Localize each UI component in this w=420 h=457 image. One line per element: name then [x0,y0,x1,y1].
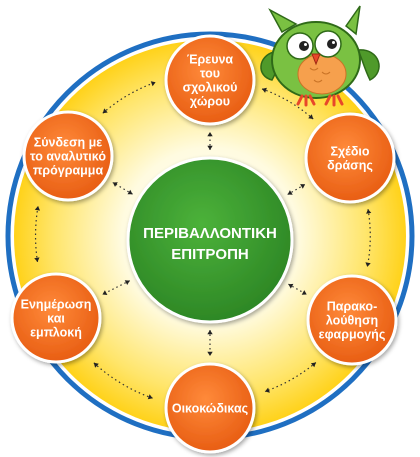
arc-connector-curriculum-research-head-start [102,108,108,114]
node-ecocode: Οικοκώδικας [164,362,256,454]
center-label-line-1: ΠΕΡΙΒΑΛΛΟΝΤΙΚΗ [143,225,277,242]
arc-connector-research-plan [261,87,314,120]
node-research-circle [164,34,256,126]
arc-connector-plan-monitor-head-start [366,209,372,214]
node-monitor-label-line-3: εφαρμογής [319,328,386,342]
radial-connector-plan [287,183,306,196]
arc-connector-monitor-ecocode [264,362,317,393]
node-curriculum-label-line-2: το αναλυτικό [30,150,106,164]
radial-connector-ecocode-head-end [207,351,213,356]
radial-connector-research-head-end [207,132,213,137]
arc-connector-ecocode-inform-head-end [93,362,99,368]
center-node [126,156,294,324]
radial-connector-curriculum [112,181,133,195]
radial-connector-monitor-head-end [301,290,307,295]
node-inform-circle [10,272,102,364]
arc-connector-plan-monitor-head-end [365,262,371,267]
arc-connector-curriculum-research-head-end [150,81,156,87]
node-curriculum-label-line-3: πρόγραμμα [33,164,104,178]
arc-connector-inform-curriculum-head-start [34,257,40,262]
arc-connector-monitor-ecocode-head-start [310,362,316,368]
radial-connector-ecocode-head-start [207,330,213,335]
radial-connector-plan-head-end [300,184,306,189]
radial-connector-research [207,132,213,150]
node-research-label-line-2: του [200,67,220,81]
owl-mascot-icon [260,5,380,107]
node-plan-label-line-1: Σχέδιο [330,145,369,159]
node-curriculum-label-line-1: Σύνδεση με [34,136,103,150]
center-label-line-2: ΕΠΙΤΡΟΠΗ [171,246,249,263]
radial-connector-inform [102,280,130,296]
arc-connector-ecocode-inform [93,362,153,400]
arc-connector-inform-curriculum [34,205,40,262]
node-research-label-line-3: σχολικού [183,81,238,95]
arc-connector-plan-monitor [365,209,372,268]
arc-connector-research-plan-head-start [262,87,267,93]
radial-connector-curriculum-head-start [127,189,133,195]
radial-connector-plan-head-start [287,190,293,195]
arc-connector-curriculum-research [102,81,156,114]
connectors [34,81,372,400]
node-research-label-line-1: Έρευνα [187,53,234,67]
radial-connector-inform-head-start [124,280,130,285]
radial-connector-inform-head-end [102,290,108,295]
radial-connector-monitor [288,283,307,295]
arc-connector-ecocode-inform-head-start [147,394,153,400]
cycle-nodes: ΈρευνατουσχολικούχώρουΣχέδιοδράσηςΠαρακο… [10,34,398,454]
arc-connector-inform-curriculum-head-end [34,206,40,211]
node-monitor-label-line-2: λούθηση [326,314,378,328]
node-research-label-line-4: χώρου [190,95,230,109]
radial-connector-ecocode [207,330,213,356]
arc-connector-monitor-ecocode-head-end [265,387,270,393]
node-inform-label-line-3: εμπλοκή [30,326,82,340]
node-curriculum-circle [22,110,114,202]
radial-connector-research-head-start [207,145,213,150]
radial-connector-curriculum-head-end [112,182,118,187]
node-ecocode-label-line-1: Οικοκώδικας [172,402,248,416]
node-inform-label-line-2: και [47,312,65,326]
radial-connector-monitor-head-start [288,283,294,289]
node-ecocode-circle [164,362,256,454]
node-plan-circle [304,112,396,204]
node-monitor-circle [306,274,398,366]
node-plan-label-line-2: δράσης [327,159,373,173]
node-monitor-label-line-1: Παρακο- [327,300,377,314]
arc-connector-research-plan-head-end [308,114,314,119]
node-inform-label-line-1: Ενημέρωση [21,298,92,312]
